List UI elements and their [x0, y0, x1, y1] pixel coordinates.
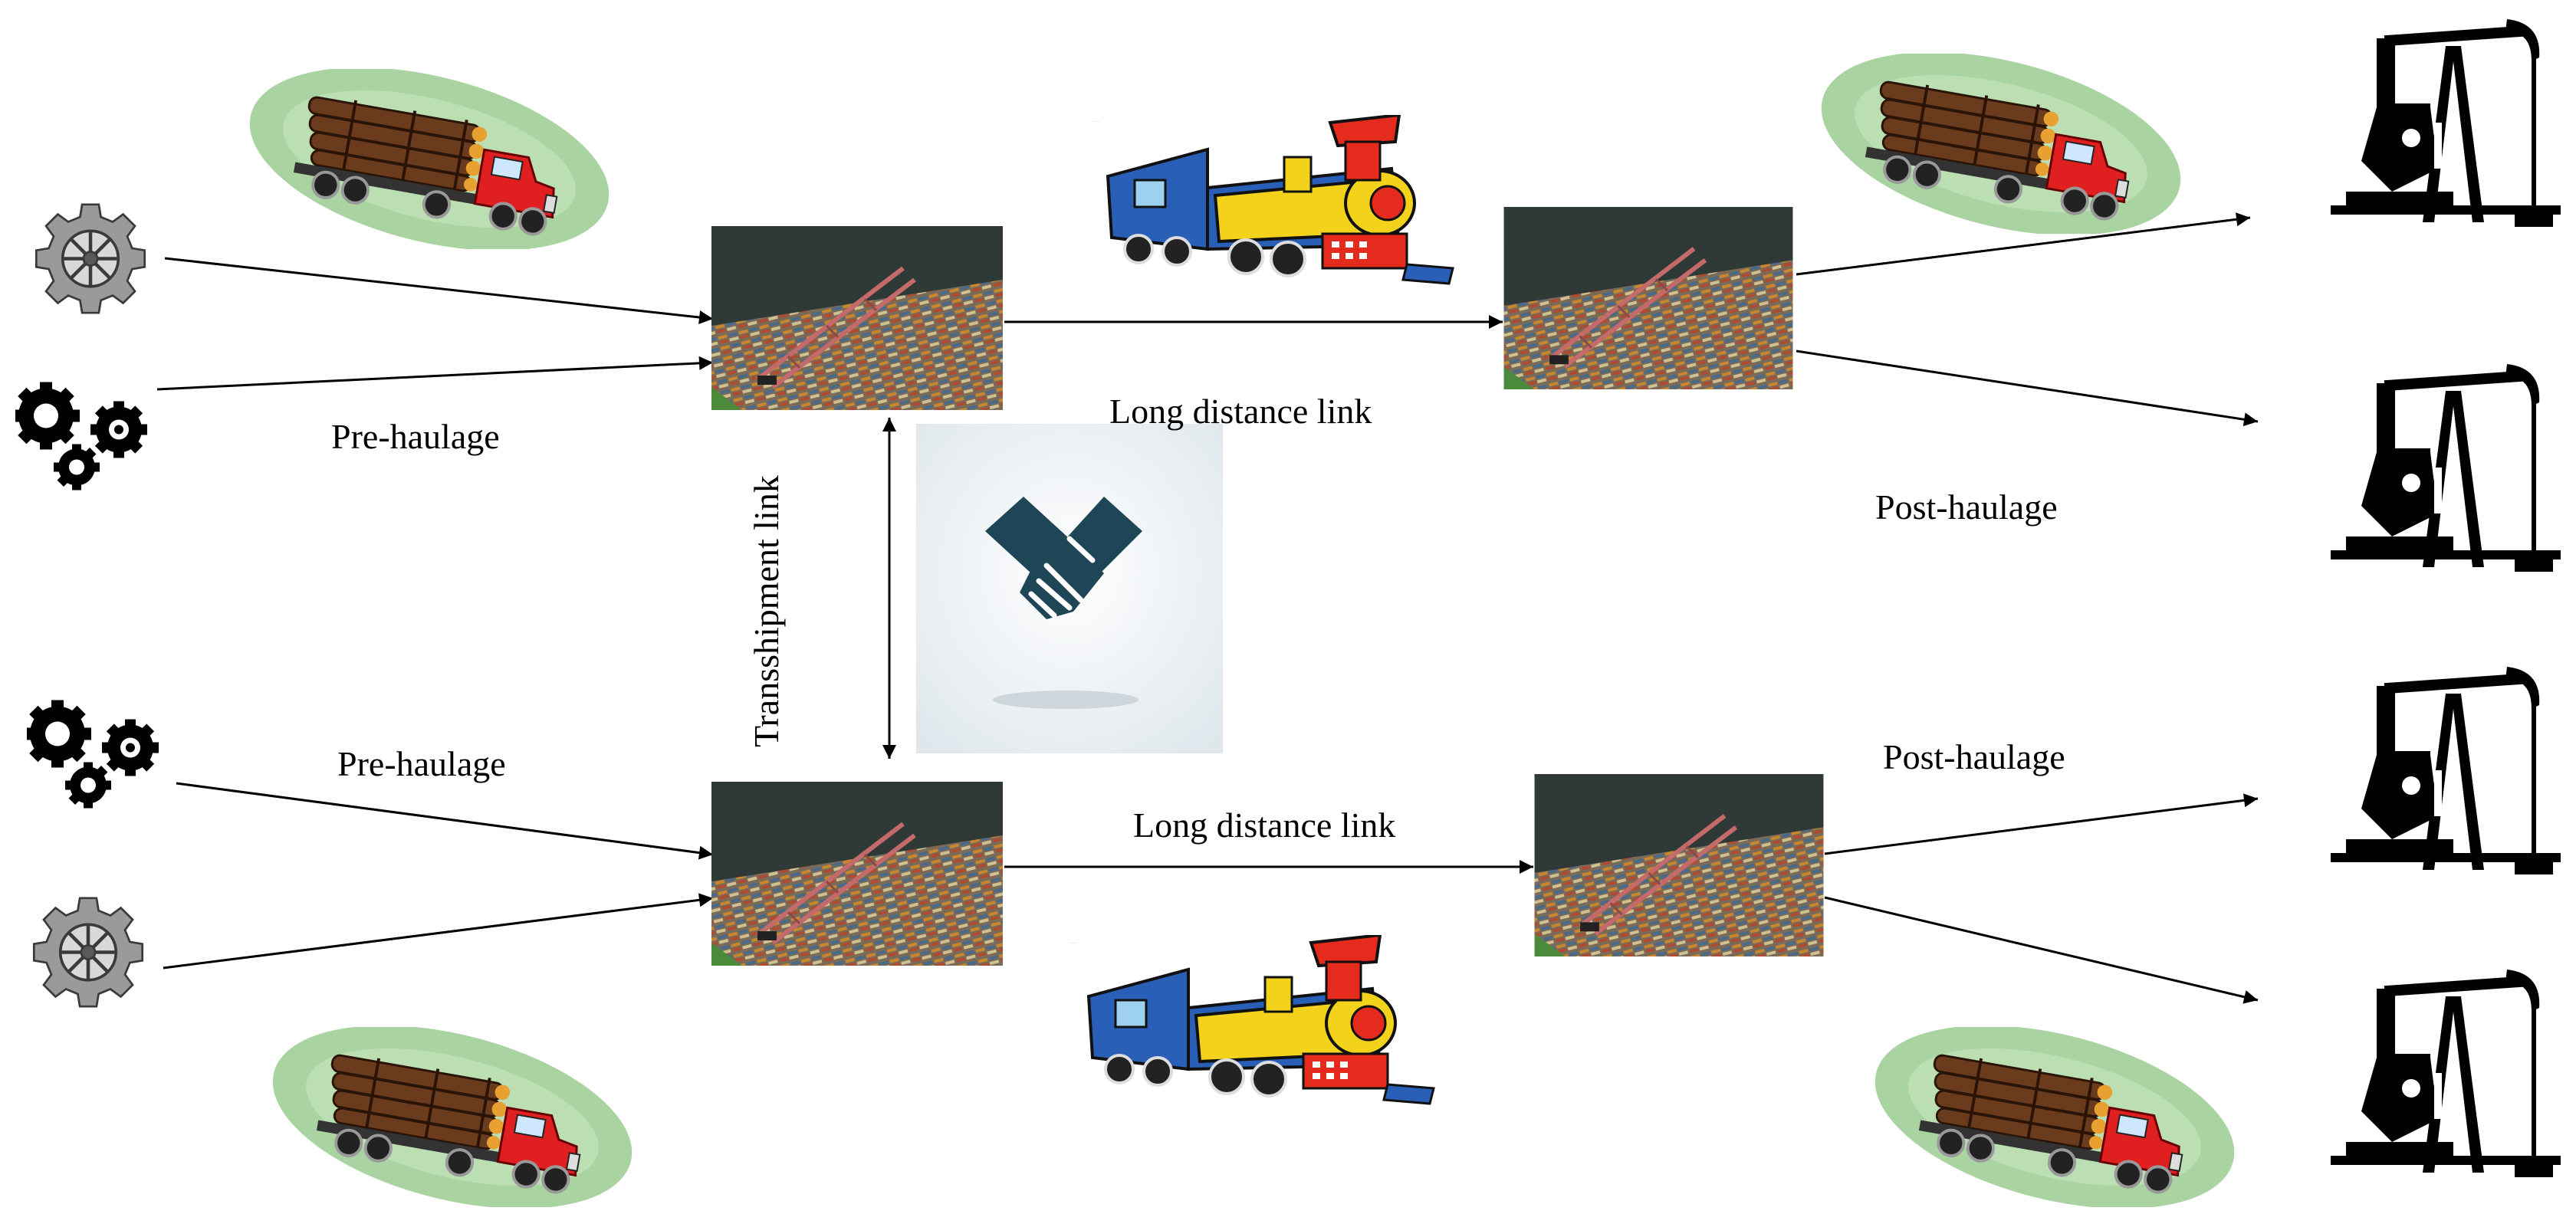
connector-arrows	[156, 212, 2259, 1004]
rail-terminal-photo	[1535, 774, 1824, 956]
locomotive-icon	[1108, 115, 1453, 284]
arrow-gear-to-terminal-tl	[164, 257, 714, 324]
arrow-gears-to-terminal-bl	[176, 782, 714, 860]
log-truck-icon	[231, 34, 628, 284]
gear-icon	[34, 898, 142, 1006]
arrow-terminal-tr-to-pump-2	[1796, 349, 2259, 427]
log-truck-icon	[1856, 993, 2253, 1214]
gears-cluster-icon	[27, 700, 159, 809]
handshake-icon	[916, 424, 1223, 753]
svg-text:·····: ·····	[1092, 120, 1100, 124]
arrow-terminal-br-to-pump-3	[1824, 793, 2259, 855]
label-pre-haulage-top: Pre-haulage	[331, 417, 500, 456]
label-long-distance-top: Long distance link	[1109, 392, 1372, 431]
rail-terminal-photo	[711, 226, 1003, 410]
rail-terminal-photo	[1504, 207, 1793, 389]
arrow-gear-to-terminal-bl	[163, 893, 714, 970]
arrow-gears-to-terminal-tl	[156, 356, 714, 391]
label-long-distance-bottom: Long distance link	[1133, 806, 1395, 845]
oil-pumpjack-icon	[2331, 364, 2561, 572]
gear-icon	[36, 205, 144, 313]
log-truck-icon	[254, 993, 651, 1214]
gears-cluster-icon	[15, 382, 147, 491]
oil-pumpjack-icon	[2331, 667, 2561, 874]
label-transshipment: Transshipment link	[747, 475, 786, 747]
oil-pumpjack-icon	[2331, 970, 2561, 1177]
label-post-haulage-bottom: Post-haulage	[1883, 737, 2065, 776]
locomotive-icon	[1089, 935, 1434, 1104]
label-post-haulage-top: Post-haulage	[1875, 487, 2058, 527]
arrow-terminal-br-to-pump-4	[1824, 896, 2259, 1004]
label-pre-haulage-bottom: Pre-haulage	[337, 744, 506, 783]
rail-terminal-photo	[711, 782, 1003, 966]
oil-pumpjack-icon	[2331, 19, 2561, 227]
arrow-terminal-tr-to-pump-1	[1796, 212, 2251, 276]
svg-text:·····: ·····	[1070, 941, 1077, 946]
